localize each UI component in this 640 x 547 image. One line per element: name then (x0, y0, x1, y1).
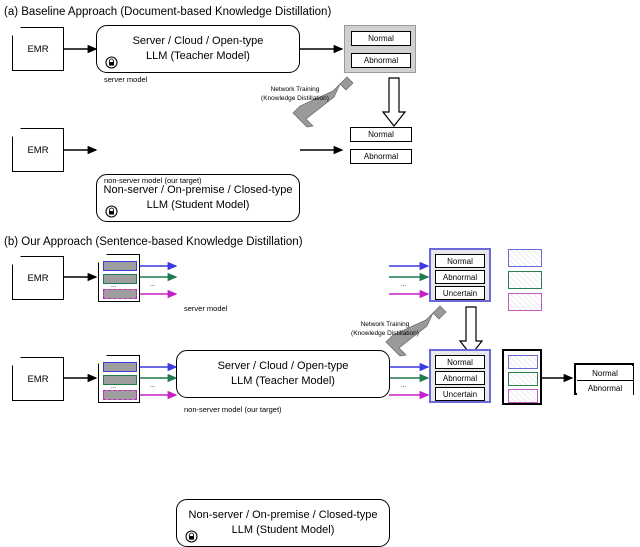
arrow-ellipsis-b-student-out: ... (401, 383, 407, 389)
final-output-abnormal: Abnormal (577, 381, 633, 395)
lock-icon (185, 530, 198, 543)
swatch-magenta-b-student (508, 389, 538, 403)
teacher-model-box-a[interactable]: Server / Cloud / Open-type LLM (Teacher … (96, 25, 300, 73)
swatch-green-b-student (508, 372, 538, 386)
emr-label: EMR (27, 373, 49, 385)
arrow-ellipsis-b-student-in: ... (150, 383, 156, 389)
student-model-box-a[interactable]: Non-server / On-premise / Closed-type LL… (96, 174, 300, 222)
student-model-caption-a: non-server model (our target) (104, 176, 202, 185)
output-label-normal-a-student: Normal (350, 127, 412, 142)
final-output-panel: Normal Abnormal (574, 363, 634, 395)
student-model-text-b: Non-server / On-premise / Closed-type LL… (188, 509, 378, 536)
emr-label: EMR (27, 272, 49, 284)
emr-document-b-student: EMR (12, 357, 64, 401)
teacher-model-caption-a: server model (104, 75, 148, 84)
section-b-title: (b) Our Approach (Sentence-based Knowled… (4, 236, 303, 248)
output-label-normal: Normal (435, 254, 485, 268)
swatch-group-b-student (502, 349, 542, 405)
teacher-model-text-a: Server / Cloud / Open-type LLM (Teacher … (132, 35, 264, 62)
swatch-magenta-b-teacher (508, 293, 542, 311)
sentence-strip-green (103, 375, 137, 385)
teacher-model-text-b: Server / Cloud / Open-type LLM (Teacher … (217, 360, 349, 387)
sentence-strip-green (103, 274, 137, 284)
sentence-ellipsis: ... (111, 283, 117, 289)
output-label-abnormal: Abnormal (435, 270, 485, 284)
sentence-ellipsis: ... (111, 384, 117, 390)
output-label-abnormal: Abnormal (351, 53, 411, 68)
output-label-normal: Normal (435, 355, 485, 369)
output-panel-b-teacher: Normal Abnormal Uncertain (429, 248, 491, 302)
swatch-green-b-teacher (508, 271, 542, 289)
sentence-strip-blue (103, 362, 137, 372)
sentence-strip-blue (103, 261, 137, 271)
swatch-blue-b-teacher (508, 249, 542, 267)
student-model-text-a: Non-server / On-premise / Closed-type LL… (103, 184, 293, 211)
student-model-box-b[interactable]: Non-server / On-premise / Closed-type LL… (176, 499, 390, 547)
output-label-normal: Normal (351, 31, 411, 46)
teacher-model-box-b[interactable]: Server / Cloud / Open-type LLM (Teacher … (176, 350, 390, 398)
output-label-uncertain: Uncertain (435, 387, 485, 401)
distillation-arrow-label-b: Network Training (Knowledge Distillation… (351, 321, 419, 337)
output-label-uncertain: Uncertain (435, 286, 485, 300)
teacher-model-caption-b: server model (184, 304, 228, 313)
emr-label: EMR (27, 43, 49, 55)
output-label-abnormal: Abnormal (435, 371, 485, 385)
student-model-caption-b: non-server model (our target) (184, 405, 282, 414)
arrow-ellipsis-b-teacher-out: ... (401, 282, 407, 288)
emr-document-a-teacher: EMR (12, 27, 64, 71)
output-label-abnormal-a-student: Abnormal (350, 149, 412, 164)
vertical-hollow-arrow-a (381, 77, 407, 127)
sentence-strip-magenta (103, 390, 137, 400)
arrow-ellipsis-b-teacher-in: ... (150, 282, 156, 288)
output-panel-b-student: Normal Abnormal Uncertain (429, 349, 491, 403)
emr-document-a-student: EMR (12, 128, 64, 172)
section-a-title: (a) Baseline Approach (Document-based Kn… (4, 6, 332, 18)
distillation-arrow-label-a: Network Training (Knowledge Distillation… (261, 86, 329, 102)
sentence-document-b-student: ... (98, 355, 140, 403)
vertical-hollow-arrow-b (458, 306, 484, 356)
output-panel-a-teacher: Normal Abnormal (344, 25, 416, 73)
sentence-document-b-teacher: ... (98, 254, 140, 302)
lock-icon (105, 205, 118, 218)
lock-icon (105, 56, 118, 69)
final-output-divider (577, 380, 633, 382)
sentence-strip-magenta (103, 289, 137, 299)
swatch-blue-b-student (508, 355, 538, 369)
final-output-normal: Normal (577, 366, 633, 380)
emr-document-b-teacher: EMR (12, 256, 64, 300)
emr-label: EMR (27, 144, 49, 156)
